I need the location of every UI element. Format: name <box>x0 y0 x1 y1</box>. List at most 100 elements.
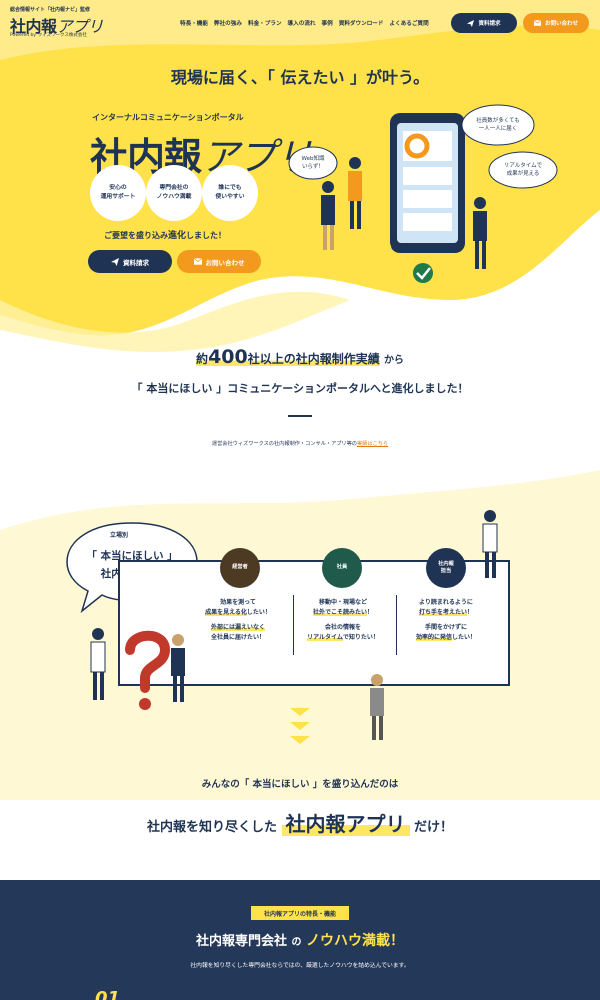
person-illustration <box>473 197 487 269</box>
stat-number: 400 <box>208 346 248 368</box>
role-label: 経営者 <box>232 564 248 571</box>
need-line: したい！ <box>452 633 477 641</box>
gear-icon <box>345 258 365 278</box>
person-illustration <box>482 510 498 578</box>
achievement-line: 約400社以上の社内報制作実績 から <box>0 346 600 368</box>
person-illustration <box>171 634 185 702</box>
features-title-mid: の <box>291 937 302 948</box>
mail-icon <box>533 20 541 26</box>
site-logo[interactable]: 社内報アプリ <box>10 13 104 37</box>
nav-item-download[interactable]: 資料ダウンロード <box>338 21 384 27</box>
hero-illustration: Web知識 いらず！ 社員数が多くても 一人一人に届く リアルタイムで 成果が見… <box>288 104 558 283</box>
logo-powered-by: Powered by ウィズワークス株式会社 <box>10 33 87 38</box>
need-line: 手間をかけずに <box>424 624 467 632</box>
executive-needs: 効果を測って 成果を見える化したい！ 外部には漏えいなく 全社員に届けたい！ <box>188 598 288 642</box>
person-illustration <box>321 181 335 250</box>
feature-circle-support: 安心の 運用サポート <box>90 165 146 221</box>
need-line: 効果を測って <box>220 599 256 606</box>
need-highlight: 効率的に発信 <box>415 633 452 641</box>
need-line: 会社の情報を <box>324 624 361 632</box>
role-editor: 社内報 担当 <box>426 548 466 588</box>
achievement-note: 運営会社ウィズワークスの社内報制作・コンサル・アプリ等の実績はこちら <box>0 440 600 447</box>
bubble-web-text-1: Web知識 <box>302 154 325 162</box>
nav-item-cases[interactable]: 事例 <box>321 21 333 27</box>
paper-plane-icon <box>467 19 475 27</box>
column-separator <box>293 595 294 655</box>
need-line: ！ <box>467 608 474 616</box>
header-request-button[interactable]: 資料請求 <box>451 13 517 33</box>
features-title-em: ノウハウ満載！ <box>306 933 405 949</box>
feature-circle-text: 誰にでも 使いやすい <box>215 185 245 200</box>
feature-circle-knowhow: 専門会社の ノウハウ満載 <box>146 165 202 221</box>
features-tag: 社内報アプリの特長・機能 <box>251 906 349 920</box>
need-line: 全社員に届けたい！ <box>210 633 265 641</box>
role-label: 社員 <box>336 564 348 571</box>
feature-circle-usability: 誰にでも 使いやすい <box>202 165 258 221</box>
bubble-reach-text-2: 一人一人に届く <box>479 125 518 132</box>
conclusion-suffix: だけ！ <box>414 820 454 835</box>
header-request-label: 資料請求 <box>478 21 501 27</box>
header-contact-label: お問い合わせ <box>544 21 578 27</box>
bubble-reach-text-1: 社員数が多くても <box>476 116 520 124</box>
header-contact-button[interactable]: お問い合わせ <box>523 13 589 33</box>
column-separator <box>396 595 397 655</box>
features-title: 社内報専門会社 の ノウハウ満載！ <box>0 930 600 950</box>
person-illustration <box>90 628 106 700</box>
evolved-message: ご要望を盛り込み進化しました！ <box>104 228 226 241</box>
logo-app-text: アプリ <box>56 17 104 36</box>
evolved-em: 進化 <box>168 231 187 241</box>
site-header: 総合情報サイト「社内報ナビ」監修 社内報アプリ Powered by ウィズワー… <box>0 0 600 48</box>
check-icon <box>413 263 433 283</box>
evolution-line: 「 本当にほしい 」コミュニケーションポータルへと進化しました！ <box>0 380 600 396</box>
evolution-rest: コミュニケーションポータルへと進化しました！ <box>227 382 469 395</box>
nav-item-strengths[interactable]: 弊社の強み <box>213 21 242 27</box>
portal-label: インターナルコミュニケーションポータル <box>92 113 244 122</box>
person-illustration <box>348 157 362 229</box>
global-nav: 特長・機能 弊社の強み 料金・プラン 導入の流れ 事例 資料ダウンロード よくあ… <box>180 19 429 27</box>
section-divider <box>288 415 312 417</box>
role-executive: 経営者 <box>220 548 260 588</box>
conclusion-line-1: みんなの「 本当にほしい 」を盛り込んだのは <box>201 779 399 790</box>
bubble-realtime-text-2: 成果が見える <box>507 169 540 177</box>
need-line: したい！ <box>246 608 271 616</box>
features-section <box>0 880 600 1000</box>
hero-headline: 現場に届く、「 伝えたい 」が叶う。 <box>170 68 430 87</box>
stat-mid: 社以上の社内報制作実績 <box>247 352 380 366</box>
nav-item-features[interactable]: 特長・機能 <box>180 21 208 27</box>
need-line: ！ <box>367 608 374 616</box>
need-highlight: 社外でこそ読みたい <box>312 608 367 616</box>
paper-plane-icon <box>111 257 119 266</box>
evolved-suffix: しました！ <box>186 231 227 240</box>
question-mark-illustration <box>90 628 185 710</box>
editor-needs: より読まれるように 打ち手を考えたい！ 手間をかけずに 効率的に発信したい！ <box>396 598 496 642</box>
stat-prefix: 約 <box>196 352 209 366</box>
gear-icon <box>362 235 392 265</box>
features-title-prefix: 社内報専門会社 <box>195 934 287 949</box>
need-line: より読まれるように <box>419 599 473 606</box>
speech-bubble <box>461 104 535 146</box>
mail-icon <box>193 258 202 265</box>
speech-bubble <box>288 146 338 180</box>
nav-item-flow[interactable]: 導入の流れ <box>287 21 316 27</box>
conclusion-logo: 社内報アプリ <box>281 812 410 836</box>
need-line: で知りたい！ <box>342 633 379 641</box>
need-highlight: 打ち手を考えたい <box>418 608 467 616</box>
evolved-prefix: ご要望を盛り込み <box>104 231 168 240</box>
logo-main-text: 社内報 <box>10 17 57 36</box>
stat-suffix: から <box>383 355 404 366</box>
hero-request-button[interactable]: 資料請求 <box>88 250 172 273</box>
need-highlight: 成果を見える化 <box>205 608 247 616</box>
features-description: 社内報を知り尽くした専門会社ならではの、厳選したノウハウを詰め込んでいます。 <box>190 963 410 969</box>
speech-bubble <box>488 151 558 189</box>
smartphone-illustration <box>390 113 465 253</box>
note-text: 運営会社ウィズワークスの社内報制作・コンサル・アプリ等の <box>211 441 357 447</box>
achievements-link[interactable]: 実績はこちら <box>356 441 389 447</box>
person-illustration <box>370 674 384 740</box>
employee-needs: 移動中・現場など 社外でこそ読みたい！ 会社の情報を リアルタイムで知りたい！ <box>293 598 393 642</box>
hero-contact-button[interactable]: お問い合わせ <box>177 250 261 273</box>
feature-number: 01 <box>95 988 121 1000</box>
chevron-down-icon <box>290 708 310 744</box>
feature-circle-text: 安心の 運用サポート <box>100 185 136 200</box>
nav-item-faq[interactable]: よくあるご質問 <box>389 21 429 27</box>
nav-item-pricing[interactable]: 料金・プラン <box>247 21 282 27</box>
